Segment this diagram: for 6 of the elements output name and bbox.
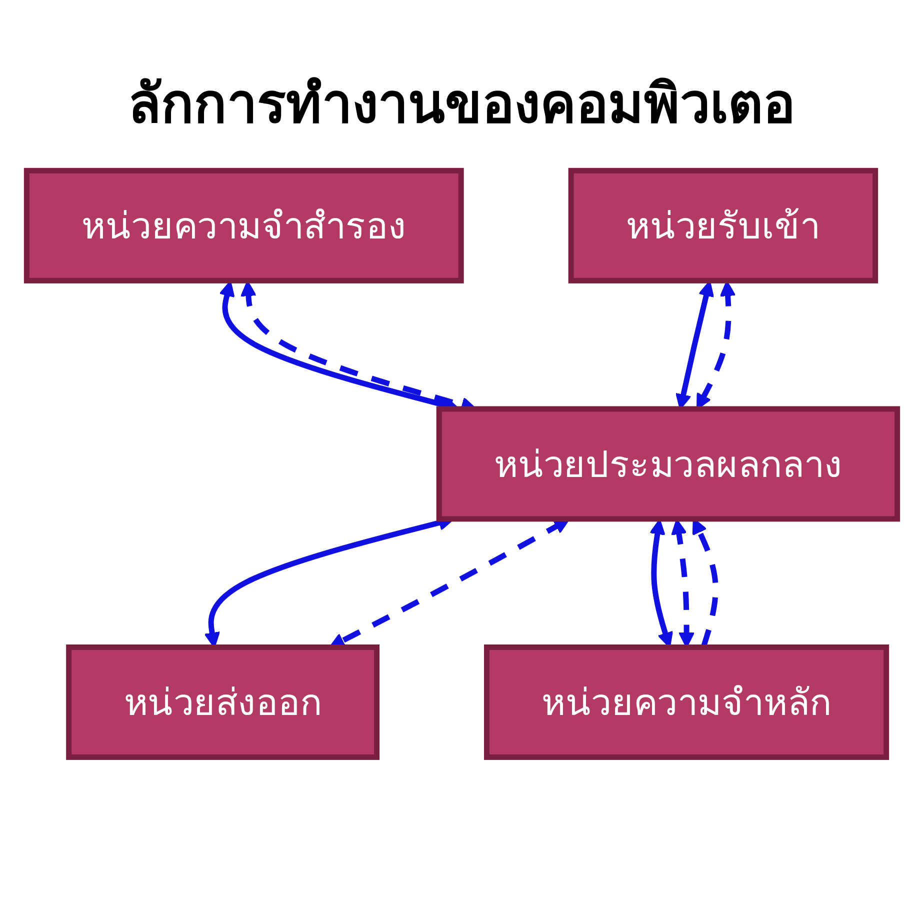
node-box: หน่วยความจำหลัก [484,644,889,760]
node-box: หน่วยรับเข้า [568,168,878,284]
title: ลักการทำงานของคอมพิวเตอ [127,70,796,137]
node-box: หน่วยประมวลผลกลาง [436,406,900,522]
node-box: หน่วยส่งออก [66,644,380,760]
node-box: หน่วยความจำสำรอง [23,168,464,284]
